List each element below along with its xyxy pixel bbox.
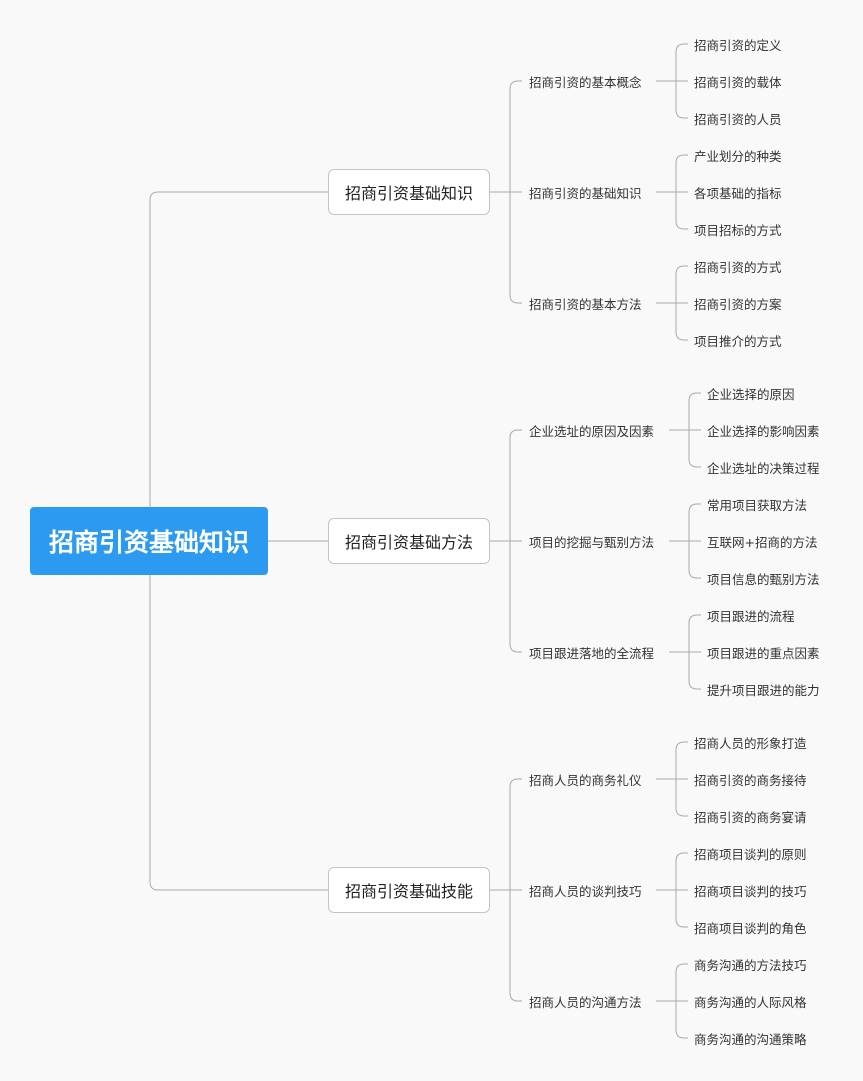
leaf-node[interactable]: 招商引资的方式 bbox=[694, 259, 782, 275]
connector-path bbox=[669, 614, 701, 690]
leaf-node[interactable]: 项目跟进的流程 bbox=[707, 608, 795, 624]
branch-node-basic-skills[interactable]: 招商引资基础技能 bbox=[328, 867, 490, 913]
sub-node[interactable]: 项目的挖掘与甄别方法 bbox=[529, 534, 655, 550]
connector-path bbox=[669, 392, 701, 468]
leaf-node[interactable]: 招商项目谈判的角色 bbox=[694, 920, 807, 936]
connector-path bbox=[656, 265, 688, 341]
leaf-node[interactable]: 招商引资的商务接待 bbox=[694, 772, 807, 788]
leaf-node[interactable]: 商务沟通的沟通策略 bbox=[694, 1031, 807, 1047]
leaf-node[interactable]: 常用项目获取方法 bbox=[707, 497, 808, 513]
leaf-node[interactable]: 企业选择的原因 bbox=[707, 386, 795, 402]
leaf-node[interactable]: 招商引资的人员 bbox=[694, 111, 782, 127]
branch-node-basic-knowledge[interactable]: 招商引资基础知识 bbox=[328, 169, 490, 215]
leaf-node[interactable]: 招商引资的方案 bbox=[694, 296, 782, 312]
connector-path bbox=[656, 43, 688, 119]
sub-node[interactable]: 招商人员的沟通方法 bbox=[529, 994, 642, 1010]
sub-node[interactable]: 招商引资的基本概念 bbox=[529, 74, 642, 90]
leaf-node[interactable]: 招商人员的形象打造 bbox=[694, 735, 807, 751]
leaf-node[interactable]: 招商引资的载体 bbox=[694, 74, 782, 90]
leaf-node[interactable]: 企业选择的影响因素 bbox=[707, 423, 820, 439]
leaf-node[interactable]: 项目推介的方式 bbox=[694, 333, 782, 349]
leaf-node[interactable]: 项目跟进的重点因素 bbox=[707, 645, 820, 661]
connector-path bbox=[656, 852, 688, 928]
leaf-node[interactable]: 互联网+招商的方法 bbox=[707, 534, 818, 550]
branch-node-basic-methods[interactable]: 招商引资基础方法 bbox=[328, 518, 490, 564]
leaf-node[interactable]: 招商引资的定义 bbox=[694, 37, 782, 53]
sub-node[interactable]: 招商引资的基础知识 bbox=[529, 185, 642, 201]
connector-path bbox=[656, 963, 688, 1039]
connector-path bbox=[656, 154, 688, 230]
leaf-node[interactable]: 招商项目谈判的技巧 bbox=[694, 883, 807, 899]
leaf-node[interactable]: 招商项目谈判的原则 bbox=[694, 846, 807, 862]
leaf-node[interactable]: 招商引资的商务宴请 bbox=[694, 809, 807, 825]
connector-path bbox=[656, 741, 688, 817]
leaf-node[interactable]: 产业划分的种类 bbox=[694, 148, 782, 164]
root-node[interactable]: 招商引资基础知识 bbox=[30, 507, 268, 575]
connector-path bbox=[490, 778, 522, 1002]
sub-node[interactable]: 企业选址的原因及因素 bbox=[529, 423, 655, 439]
sub-node[interactable]: 招商引资的基本方法 bbox=[529, 296, 642, 312]
leaf-node[interactable]: 企业选址的决策过程 bbox=[707, 460, 820, 476]
leaf-node[interactable]: 商务沟通的方法技巧 bbox=[694, 957, 807, 973]
leaf-node[interactable]: 各项基础的指标 bbox=[694, 185, 782, 201]
sub-node[interactable]: 招商人员的商务礼仪 bbox=[529, 772, 642, 788]
leaf-node[interactable]: 项目信息的甄别方法 bbox=[707, 571, 820, 587]
connector-path bbox=[669, 503, 701, 579]
leaf-node[interactable]: 项目招标的方式 bbox=[694, 222, 782, 238]
leaf-node[interactable]: 提升项目跟进的能力 bbox=[707, 682, 820, 698]
sub-node[interactable]: 招商人员的谈判技巧 bbox=[529, 883, 642, 899]
leaf-node[interactable]: 商务沟通的人际风格 bbox=[694, 994, 807, 1010]
connector-path bbox=[490, 429, 522, 653]
sub-node[interactable]: 项目跟进落地的全流程 bbox=[529, 645, 655, 661]
connector-path bbox=[490, 80, 522, 304]
